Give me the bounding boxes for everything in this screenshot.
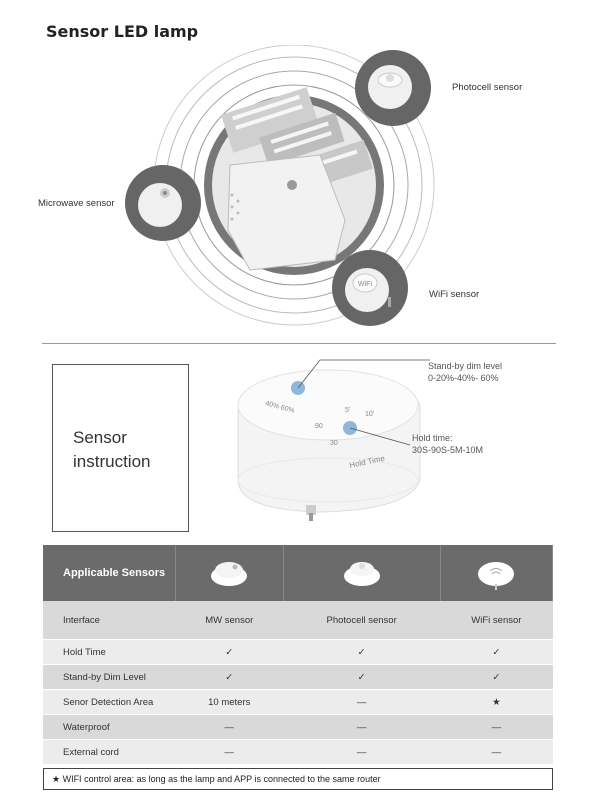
photocell-label: Photocell sensor: [452, 82, 523, 93]
table-row: Senor Detection Area 10 meters — ★: [43, 689, 553, 715]
table-row: External cord — — —: [43, 739, 553, 765]
mw-sensor-image: [175, 545, 284, 601]
dash-icon: —: [283, 739, 441, 765]
page-title: Sensor LED lamp: [46, 22, 199, 41]
dial-mark-5: 5': [345, 407, 350, 414]
check-icon: ✓: [283, 639, 441, 665]
check-icon: ✓: [283, 664, 441, 690]
standby-callout: Stand-by dim level 0-20%-40%- 60%: [428, 361, 503, 383]
wifi-label: WiFi sensor: [429, 289, 480, 300]
photocell-sensor-image: [283, 545, 441, 601]
check-icon: ✓: [175, 639, 284, 665]
table-row: Hold Time ✓ ✓ ✓: [43, 639, 553, 665]
dash-icon: —: [175, 714, 284, 740]
sensor-dial-figure: 40% 60% 5' 10' 90 30 Hold Time: [237, 359, 430, 521]
sensor-table: Applicable Sensors Interface MW sensor P…: [43, 545, 554, 765]
check-icon: ✓: [175, 664, 284, 690]
table-row: Waterproof — — —: [43, 714, 553, 740]
dial-mark-10: 10': [365, 411, 374, 418]
dash-icon: —: [283, 689, 441, 715]
lamp-illustration: WiFi: [125, 45, 435, 326]
instruction-box: Sensor instruction: [52, 364, 189, 532]
hold-callout: Hold time: 30S-90S-5M-10M: [412, 433, 484, 455]
check-icon: ✓: [440, 639, 553, 665]
star-icon: ★: [440, 689, 553, 715]
wifi-sensor-image: [440, 545, 554, 601]
wifi-icon-text: WiFi: [358, 281, 372, 288]
instruction-heading: Sensor instruction: [73, 428, 151, 471]
dial-mark-90: 90: [315, 423, 323, 430]
check-icon: ✓: [440, 664, 553, 690]
dash-icon: —: [175, 739, 284, 765]
driver-housing: [227, 154, 346, 271]
footnote: ★ WIFI control area: as long as the lamp…: [43, 768, 553, 790]
dash-icon: —: [440, 739, 553, 765]
dash-icon: —: [440, 714, 553, 740]
microwave-label: Microwave sensor: [38, 198, 115, 209]
dash-icon: —: [283, 714, 441, 740]
table-header: Applicable Sensors: [43, 545, 176, 601]
table-row: Interface MW sensor Photocell sensor WiF…: [43, 601, 553, 640]
dial-mark-30: 30: [330, 440, 338, 447]
table-row: Stand-by Dim Level ✓ ✓ ✓: [43, 664, 553, 690]
section-divider: [42, 343, 556, 344]
